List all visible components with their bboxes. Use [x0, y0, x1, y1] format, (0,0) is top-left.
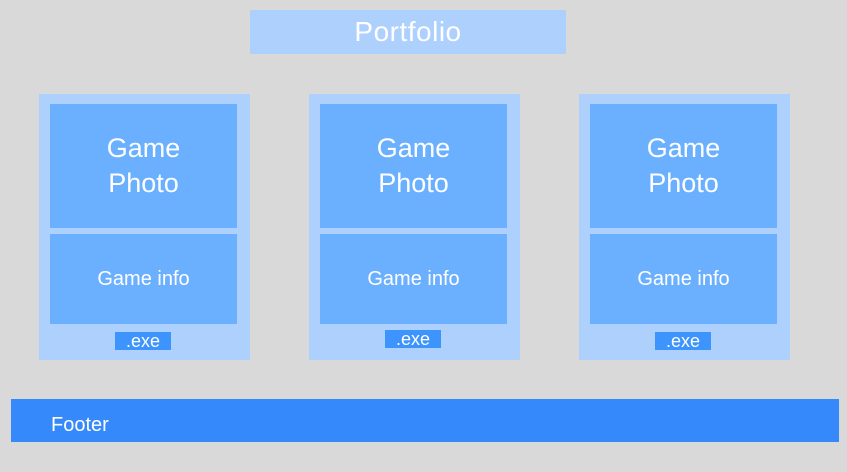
- exe-download-link[interactable]: .exe: [115, 332, 171, 350]
- game-info: Game info: [50, 234, 237, 324]
- game-info: Game info: [320, 234, 507, 324]
- game-photo[interactable]: Game Photo: [50, 104, 237, 228]
- exe-download-link[interactable]: .exe: [655, 332, 711, 350]
- footer-label: Footer: [51, 414, 109, 436]
- footer: Footer: [11, 399, 839, 442]
- game-photo[interactable]: Game Photo: [590, 104, 777, 228]
- game-card[interactable]: Game Photo Game info .exe: [579, 94, 790, 360]
- game-card[interactable]: Game Photo Game info .exe: [39, 94, 250, 360]
- game-info: Game info: [590, 234, 777, 324]
- exe-download-link[interactable]: .exe: [385, 330, 441, 348]
- game-card[interactable]: Game Photo Game info .exe: [309, 94, 520, 360]
- game-photo[interactable]: Game Photo: [320, 104, 507, 228]
- portfolio-title: Portfolio: [250, 10, 566, 54]
